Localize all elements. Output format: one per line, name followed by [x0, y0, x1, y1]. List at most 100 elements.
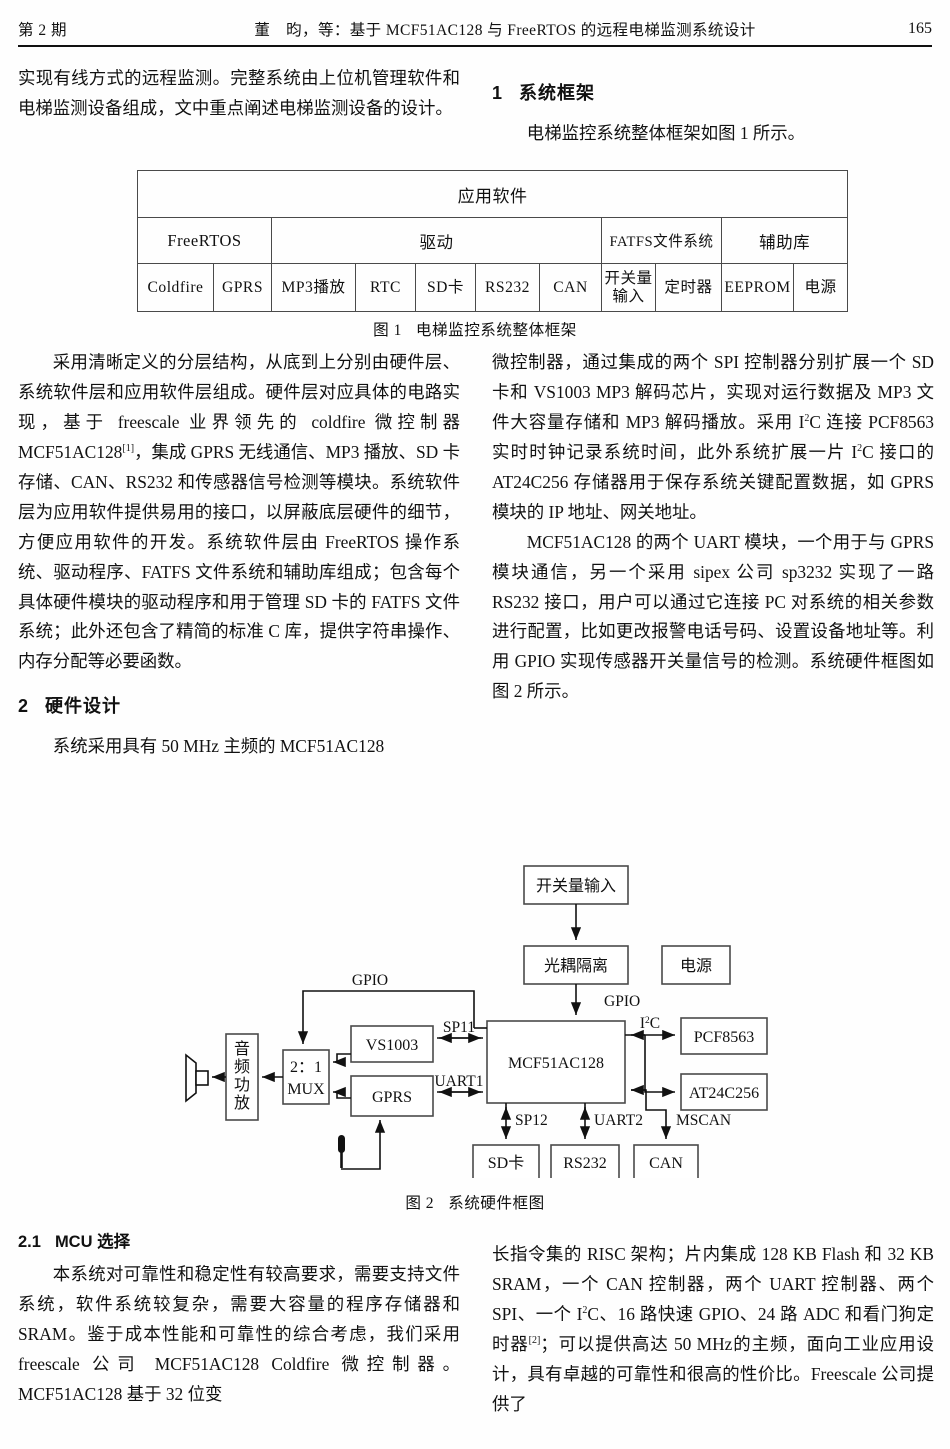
paragraph-hardware: 系统采用具有 50 MHz 主频的 MCF51AC128 — [52, 736, 385, 757]
page-running-head: 第 2 期 董 昀，等：基于 MCF51AC128 与 FreeRTOS 的远程… — [18, 12, 932, 46]
risc-part1: 长指令集的 RISC 架构；片内集成 128 KB Flash 和 32 KB … — [492, 1244, 934, 1324]
cell-sd-card: SD卡 — [415, 263, 476, 312]
right-column-body: 微控制器，通过集成的两个 SPI 控制器分别扩展一个 SD 卡和 VS1003 … — [492, 348, 934, 707]
label-mux-line-1: 2：1 — [290, 1059, 322, 1076]
risc-part3: ；可以提供高达 50 MHz的主频，面向工业应用设计，具有卓越的可靠性和很高的性… — [492, 1333, 934, 1414]
switch-input-line-1: 开关量 — [604, 270, 653, 288]
signal-gpio-top: GPIO — [352, 972, 388, 989]
reference-marker-1: [1] — [122, 443, 135, 455]
right-column-top: 1 系统框架 电梯监控系统整体框架如图 1 所示。 — [492, 64, 934, 149]
paragraph-uart: MCF51AC128 的两个 UART 模块，一个用于与 GPRS 模块通信，另… — [492, 531, 934, 702]
box-audio-amp — [225, 1033, 259, 1121]
box-can — [633, 1144, 699, 1178]
figure-1-label: 图 1 — [373, 322, 402, 339]
issue-number: 第 2 期 — [18, 22, 68, 39]
i2c-superscript-1: 2 — [804, 413, 810, 425]
speaker-icon — [185, 1053, 209, 1103]
microphone-icon — [338, 1135, 345, 1168]
label-can: CAN — [649, 1155, 683, 1172]
switch-input-line-2: 输入 — [612, 287, 645, 305]
cell-freertos: FreeRTOS — [137, 217, 272, 264]
paragraph-layers-part1: 采用清晰定义的分层结构，从底到上分别由硬件层、系统软件层和应用软件层组成。硬件层… — [18, 352, 460, 462]
paragraph-framework: 电梯监控系统整体框架如图 1 所示。 — [526, 122, 806, 143]
left-column-bottom: 2.1 MCU 选择 本系统对可靠性和稳定性有较高要求，需要支持文件系统，软件系统… — [18, 1228, 460, 1410]
arrow-vs1003-to-mux — [333, 1053, 351, 1068]
cell-fatfs: FATFS文件系统 — [601, 217, 722, 264]
figure-2-caption-text: 系统硬件框图 — [448, 1195, 545, 1212]
label-rs232: RS232 — [563, 1155, 607, 1172]
table-row-hardware: Coldfire GPRS MP3播放 RTC SD卡 RS232 CAN 开关… — [137, 263, 849, 312]
mcu-detail-part2: C 连接 PCF8563 实时时钟记录系统时间，此外系统扩展一片 I — [492, 411, 934, 462]
cell-timer: 定时器 — [655, 263, 722, 312]
cell-eeprom: EEPROM — [721, 263, 794, 312]
label-mcu: MCF51AC128 — [508, 1055, 604, 1072]
cell-rs232: RS232 — [475, 263, 540, 312]
bus-gpio-top — [297, 990, 475, 1044]
paragraph-mcu-detail: 微控制器，通过集成的两个 SPI 控制器分别扩展一个 SD 卡和 VS1003 … — [492, 348, 934, 528]
box-opto-isolation — [523, 945, 629, 985]
box-sd-card — [472, 1144, 540, 1178]
paragraph-risc: 长指令集的 RISC 架构；片内集成 128 KB Flash 和 32 KB … — [492, 1240, 934, 1420]
signal-i2c-tail: C — [650, 1015, 660, 1032]
label-switch-input: 开关量输入 — [536, 877, 616, 895]
signal-uart2: UART2 — [594, 1112, 643, 1129]
label-audio-amp-3: 功 — [234, 1076, 250, 1094]
subsection-heading-2-1: 2.1 MCU 选择 — [18, 1228, 460, 1256]
paragraph-continued: 实现有线方式的远程监测。完整系统由上位机管理软件和电梯监测设备组成，文中重点阐述… — [18, 68, 460, 118]
label-at24c256: AT24C256 — [689, 1085, 759, 1102]
reference-marker-2: [2] — [528, 1335, 541, 1347]
article-title: 董 昀，等：基于 MCF51AC128 与 FreeRTOS 的远程电梯监测系统… — [254, 22, 756, 39]
i2c-superscript-3: 2 — [582, 1305, 588, 1317]
cell-switch-input: 开关量 输入 — [601, 263, 656, 312]
signal-gpio-mid: GPIO — [604, 993, 640, 1010]
cell-rtc: RTC — [355, 263, 416, 312]
label-power: 电源 — [680, 957, 712, 975]
box-vs1003 — [350, 1025, 434, 1063]
label-audio-amp-4: 放 — [234, 1094, 250, 1112]
signal-mscan: MSCAN — [676, 1112, 731, 1129]
table-row-system: FreeRTOS 驱动 FATFS文件系统 辅助库 — [137, 217, 849, 264]
figure-2-diagram: 开关量输入 光耦隔离 电源 MCF51AC128 PCF8563 AT24C25… — [0, 858, 950, 1188]
left-column-body: 采用清晰定义的分层结构，从底到上分别由硬件层、系统软件层和应用软件层组成。硬件层… — [18, 348, 460, 762]
table-row-application: 应用软件 — [136, 170, 849, 218]
box-mux — [282, 1049, 330, 1105]
section-title-2: 硬件设计 — [45, 696, 122, 717]
architecture-table: 应用软件 FreeRTOS 驱动 FATFS文件系统 辅助库 Coldfire … — [136, 170, 849, 312]
subsection-title: MCU 选择 — [54, 1233, 131, 1251]
box-at24c256 — [680, 1073, 768, 1111]
right-column-bottom: 长指令集的 RISC 架构；片内集成 128 KB Flash 和 32 KB … — [492, 1240, 934, 1420]
figure-1-table: 应用软件 FreeRTOS 驱动 FATFS文件系统 辅助库 Coldfire … — [136, 170, 849, 312]
mcu-detail-part3: C 接口的 AT24C256 存储器用于保存系统关键配置数据，如 GPRS 模块… — [492, 441, 934, 522]
signal-i2c-exp: 2 — [645, 1016, 650, 1026]
label-opto-isolation: 光耦隔离 — [544, 957, 608, 975]
section-number-1: 1 — [492, 83, 504, 103]
box-mcu — [486, 1020, 626, 1104]
signal-spi1: SP11 — [443, 1019, 475, 1036]
signal-i2c: I2C — [640, 1015, 660, 1032]
header-divider — [18, 45, 932, 47]
label-audio-amp-2: 频 — [234, 1058, 250, 1076]
paragraph-mcu-selection: 本系统对可靠性和稳定性有较高要求，需要支持文件系统，软件系统较复杂，需要大容量的… — [18, 1264, 460, 1405]
cell-can: CAN — [539, 263, 602, 312]
section-heading-1: 1 系统框架 — [492, 78, 934, 109]
label-audio-amp-1: 音 — [234, 1040, 250, 1058]
box-power — [661, 945, 731, 985]
left-column-top: 实现有线方式的远程监测。完整系统由上位机管理软件和电梯监测设备组成，文中重点阐述… — [18, 64, 460, 124]
signal-i2c-base: I — [640, 1015, 645, 1032]
cell-driver: 驱动 — [271, 217, 602, 264]
figure-1-caption-text: 电梯监控系统整体框架 — [415, 322, 577, 339]
signal-spi2: SP12 — [515, 1112, 548, 1129]
risc-part2: C、16 路快速 GPIO、24 路 ADC 和看门狗定时器 — [492, 1303, 935, 1354]
cell-power: 电源 — [792, 263, 849, 312]
label-sd-card: SD卡 — [488, 1154, 524, 1172]
label-gprs: GPRS — [372, 1089, 412, 1106]
subsection-number: 2.1 — [18, 1233, 41, 1251]
section-title-1: 系统框架 — [519, 83, 596, 103]
cell-helper-lib: 辅助库 — [720, 217, 849, 264]
label-pcf8563: PCF8563 — [694, 1029, 754, 1046]
label-vs1003: VS1003 — [366, 1037, 418, 1054]
arrow-mic-to-gprs — [341, 1120, 386, 1170]
i2c-superscript-2: 2 — [857, 443, 863, 455]
